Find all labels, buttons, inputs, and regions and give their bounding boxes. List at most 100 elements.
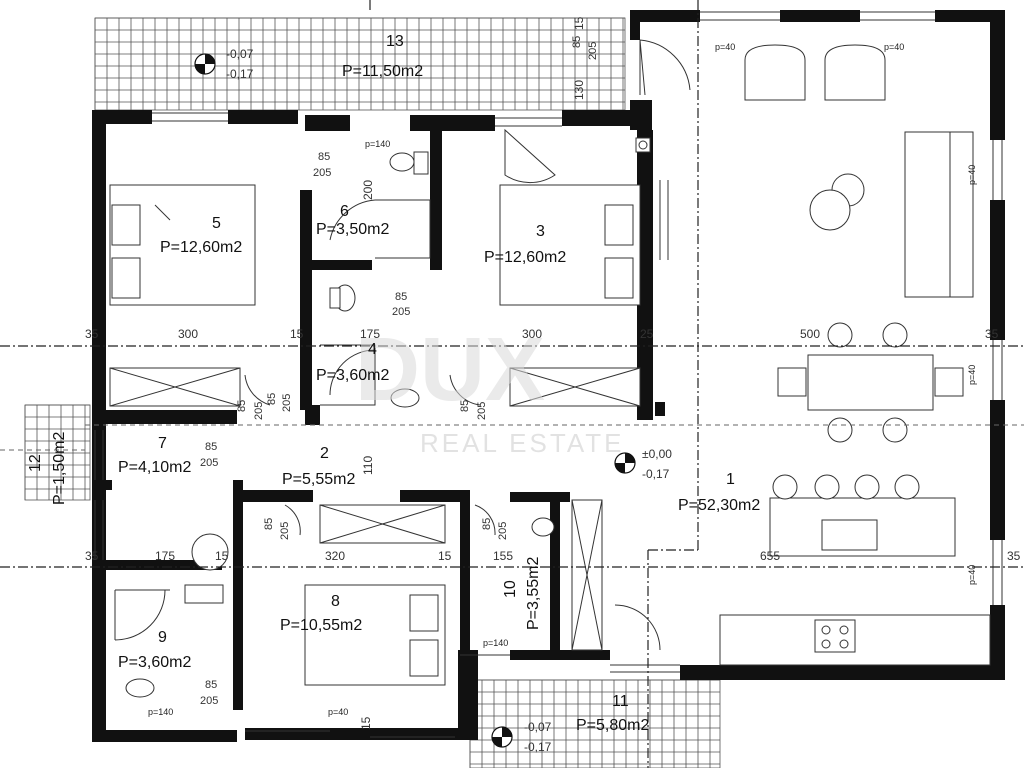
furniture bbox=[109, 44, 991, 698]
room-8-number: 8 bbox=[331, 593, 340, 610]
door-c-w: 85 bbox=[205, 441, 217, 453]
parapet-1: p=40 bbox=[715, 42, 735, 52]
door-e-w: 85 bbox=[236, 400, 248, 412]
dim-15-a: 15 bbox=[290, 327, 304, 341]
room-2-number: 2 bbox=[320, 445, 329, 462]
door-b-w: 85 bbox=[395, 291, 407, 303]
level-t13-top: -0,07 bbox=[226, 47, 254, 61]
level-marker-main: ±0,00 -0,17 bbox=[614, 447, 672, 481]
room-1-number: 1 bbox=[726, 471, 735, 488]
dim-155: 155 bbox=[493, 549, 513, 563]
dim-300-b: 300 bbox=[522, 327, 542, 341]
dim-15-e: 15 bbox=[359, 716, 373, 730]
parapet-labels: p=40 p=40 p=40 p=40 p=40 p=140 p=140 p=1… bbox=[148, 42, 977, 717]
parapet-8: p=140 bbox=[483, 638, 508, 648]
door-d-w: 85 bbox=[205, 679, 217, 691]
door-i-w: 85 bbox=[266, 393, 278, 405]
terrace-12 bbox=[24, 404, 91, 501]
dim-175-b: 175 bbox=[360, 327, 380, 341]
dim-320: 320 bbox=[325, 549, 345, 563]
dim-35-c: 35 bbox=[85, 549, 99, 563]
room-12-number: 12 bbox=[27, 454, 44, 472]
terrace-13 bbox=[94, 17, 626, 111]
door-j-h: 205 bbox=[587, 42, 599, 60]
dim-35-a: 35 bbox=[85, 327, 99, 341]
door-d-h: 205 bbox=[200, 695, 218, 707]
room-9-number: 9 bbox=[158, 629, 167, 646]
door-e-h: 205 bbox=[253, 402, 265, 420]
room-12-area: P=1,50m2 bbox=[51, 432, 68, 505]
watermark: DUX REAL ESTATE bbox=[355, 320, 624, 458]
level-marker-terrace-13: -0,07 -0,17 bbox=[194, 47, 254, 81]
parapet-6: p=140 bbox=[365, 139, 390, 149]
level-main-top: ±0,00 bbox=[642, 447, 672, 461]
level-main-bottom: -0,17 bbox=[642, 467, 670, 481]
dim-500: 500 bbox=[800, 327, 820, 341]
door-f-w: 85 bbox=[459, 400, 471, 412]
door-c-h: 205 bbox=[200, 457, 218, 469]
watermark-logo: DUX bbox=[355, 320, 545, 420]
door-b-h: 205 bbox=[392, 306, 410, 318]
dim-25: 25 bbox=[640, 327, 654, 341]
parapet-3: p=40 bbox=[967, 165, 977, 185]
dim-35-d: 35 bbox=[1007, 549, 1021, 563]
door-a-w: 85 bbox=[318, 151, 330, 163]
door-f-h: 205 bbox=[476, 402, 488, 420]
door-i-h: 205 bbox=[281, 394, 293, 412]
room-5-area: P=12,60m2 bbox=[160, 239, 242, 256]
door-g-h: 205 bbox=[279, 522, 291, 540]
dim-130: 130 bbox=[572, 80, 586, 100]
room-11-number: 11 bbox=[612, 693, 629, 710]
parapet-5: p=40 bbox=[967, 565, 977, 585]
terrace-11 bbox=[469, 679, 721, 768]
room-6-area: P=3,50m2 bbox=[316, 221, 389, 238]
windows bbox=[94, 11, 1003, 738]
room-6-number: 6 bbox=[340, 203, 349, 220]
door-h-w: 85 bbox=[481, 518, 493, 530]
room-11-area: P=5,80m2 bbox=[576, 717, 649, 734]
level-t11-top: -0,07 bbox=[524, 720, 552, 734]
parapet-4: p=40 bbox=[967, 365, 977, 385]
room-2-area: P=5,55m2 bbox=[282, 471, 355, 488]
dim-300-a: 300 bbox=[178, 327, 198, 341]
level-t13-bottom: -0,17 bbox=[226, 67, 254, 81]
watermark-tagline: REAL ESTATE bbox=[420, 428, 624, 458]
room-4-area: P=3,60m2 bbox=[316, 367, 389, 384]
dim-15-d: 15 bbox=[572, 16, 586, 30]
level-t11-bottom: -0,17 bbox=[524, 740, 552, 754]
door-a-h: 205 bbox=[313, 167, 331, 179]
room-7-area: P=4,10m2 bbox=[118, 459, 191, 476]
room-13-number: 13 bbox=[386, 33, 404, 50]
room-3-area: P=12,60m2 bbox=[484, 249, 566, 266]
door-h-h: 205 bbox=[497, 522, 509, 540]
door-height-labels: 85 205 85 205 85 205 85 205 85 205 85 20… bbox=[200, 36, 599, 707]
room-10-area: P=3,55m2 bbox=[525, 557, 542, 630]
room-4-number: 4 bbox=[368, 341, 377, 358]
door-j-w: 85 bbox=[571, 36, 583, 48]
parapet-9: p=40 bbox=[328, 707, 348, 717]
room-8-area: P=10,55m2 bbox=[280, 617, 362, 634]
dim-175-a: 175 bbox=[155, 549, 175, 563]
room-13-area: P=11,50m2 bbox=[342, 63, 423, 80]
doors bbox=[244, 39, 691, 651]
dim-110: 110 bbox=[361, 456, 375, 475]
room-7-number: 7 bbox=[158, 435, 167, 452]
room-5-number: 5 bbox=[212, 215, 221, 232]
dim-200: 200 bbox=[361, 180, 375, 200]
dim-15-c: 15 bbox=[438, 549, 452, 563]
room-3-number: 3 bbox=[536, 223, 545, 240]
parapet-2: p=40 bbox=[884, 42, 904, 52]
room-1-area: P=52,30m2 bbox=[678, 497, 760, 514]
dim-15-b: 15 bbox=[215, 549, 229, 563]
dim-35-b: 35 bbox=[985, 327, 999, 341]
room-10-number: 10 bbox=[502, 580, 519, 598]
dim-655: 655 bbox=[760, 549, 780, 563]
door-g-w: 85 bbox=[263, 518, 275, 530]
room-9-area: P=3,60m2 bbox=[118, 654, 191, 671]
level-marker-terrace-11: -0,07 -0,17 bbox=[491, 720, 552, 754]
parapet-7: p=140 bbox=[148, 707, 173, 717]
room-labels: 5 P=12,60m2 6 P=3,50m2 3 P=12,60m2 4 P=3… bbox=[27, 33, 760, 734]
dimensions: 300 300 500 320 175 175 655 155 35 35 35… bbox=[85, 16, 1021, 730]
